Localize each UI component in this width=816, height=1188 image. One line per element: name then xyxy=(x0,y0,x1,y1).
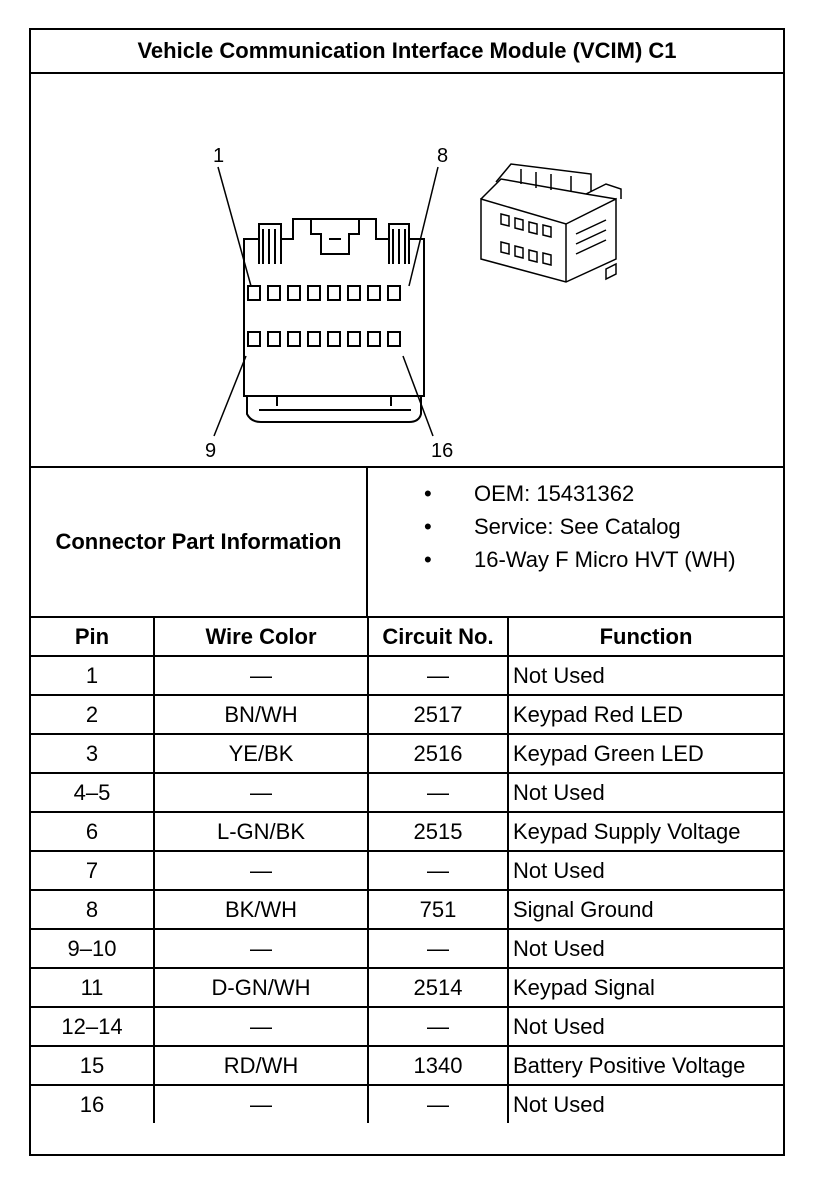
cell-function: Not Used xyxy=(507,850,783,891)
connector-info-service: Service: See Catalog xyxy=(474,514,681,539)
pin-label-1: 1 xyxy=(213,145,224,167)
bullet-icon: • xyxy=(424,514,432,539)
list-item: • OEM: 15431362 xyxy=(368,480,736,513)
pin-label-9: 9 xyxy=(205,440,216,462)
cell-pin: 15 xyxy=(31,1045,155,1086)
cell-wire-color: — xyxy=(153,655,369,696)
connector-info-label: Connector Part Information xyxy=(31,468,368,616)
cell-circuit-no: 2517 xyxy=(367,694,509,735)
cell-wire-color: RD/WH xyxy=(153,1045,369,1086)
cell-function: Keypad Supply Voltage xyxy=(507,811,783,852)
connector-isometric-view xyxy=(480,163,622,283)
cell-function: Not Used xyxy=(507,655,783,696)
cell-function: Keypad Red LED xyxy=(507,694,783,735)
cell-function: Keypad Green LED xyxy=(507,733,783,774)
table-row: 1——Not Used xyxy=(31,655,783,696)
cell-wire-color: — xyxy=(153,1084,369,1123)
cell-wire-color: YE/BK xyxy=(153,733,369,774)
cell-pin: 7 xyxy=(31,850,155,891)
cell-wire-color: L-GN/BK xyxy=(153,811,369,852)
cell-wire-color: D-GN/WH xyxy=(153,967,369,1008)
cell-pin: 8 xyxy=(31,889,155,930)
cell-wire-color: BN/WH xyxy=(153,694,369,735)
column-header-circuit-no: Circuit No. xyxy=(367,618,509,657)
cell-function: Not Used xyxy=(507,1084,783,1123)
table-row: 7——Not Used xyxy=(31,850,783,891)
cell-function: Not Used xyxy=(507,1006,783,1047)
cell-circuit-no: — xyxy=(367,850,509,891)
table-row: 4–5——Not Used xyxy=(31,772,783,813)
connector-info-oem: OEM: 15431362 xyxy=(474,481,635,506)
table-row: 9–10——Not Used xyxy=(31,928,783,969)
cell-pin: 12–14 xyxy=(31,1006,155,1047)
cell-circuit-no: 2514 xyxy=(367,967,509,1008)
cell-function: Battery Positive Voltage xyxy=(507,1045,783,1086)
list-item: • Service: See Catalog xyxy=(368,513,736,546)
cell-circuit-no: 751 xyxy=(367,889,509,930)
connector-document: Vehicle Communication Interface Module (… xyxy=(29,28,785,1156)
cell-circuit-no: — xyxy=(367,772,509,813)
cell-wire-color: — xyxy=(153,1006,369,1047)
pinout-table: Pin Wire Color Circuit No. Function 1——N… xyxy=(31,618,783,1123)
column-header-wire-color: Wire Color xyxy=(153,618,369,657)
connector-info-list: • OEM: 15431362 • Service: See Catalog • 16… xyxy=(368,480,736,579)
cell-pin: 16 xyxy=(31,1084,155,1123)
cell-wire-color: BK/WH xyxy=(153,889,369,930)
pin-leader-lines xyxy=(213,166,439,437)
pin-label-8: 8 xyxy=(437,145,448,167)
connector-part-information: Connector Part Information • OEM: 1543136… xyxy=(31,468,783,618)
cell-function: Signal Ground xyxy=(507,889,783,930)
connector-drawing: 1 8 9 16 xyxy=(205,145,622,462)
cell-pin: 4–5 xyxy=(31,772,155,813)
cell-pin: 1 xyxy=(31,655,155,696)
cell-wire-color: — xyxy=(153,772,369,813)
cell-pin: 9–10 xyxy=(31,928,155,969)
connector-diagram: 1 8 9 16 xyxy=(31,74,783,468)
cell-function: Keypad Signal xyxy=(507,967,783,1008)
cell-circuit-no: 1340 xyxy=(367,1045,509,1086)
cell-circuit-no: — xyxy=(367,1084,509,1123)
pin-label-16: 16 xyxy=(431,440,453,462)
cell-function: Not Used xyxy=(507,928,783,969)
list-item: • 16-Way F Micro HVT (WH) xyxy=(368,546,736,579)
bullet-icon: • xyxy=(424,481,432,506)
cell-pin: 11 xyxy=(31,967,155,1008)
cell-pin: 6 xyxy=(31,811,155,852)
cell-wire-color: — xyxy=(153,928,369,969)
cell-circuit-no: — xyxy=(367,655,509,696)
connector-front-view xyxy=(243,218,425,423)
column-header-pin: Pin xyxy=(31,618,155,657)
cell-circuit-no: — xyxy=(367,1006,509,1047)
cell-circuit-no: — xyxy=(367,928,509,969)
cell-circuit-no: 2516 xyxy=(367,733,509,774)
cell-wire-color: — xyxy=(153,850,369,891)
table-header-row: Pin Wire Color Circuit No. Function xyxy=(31,618,783,657)
column-header-function: Function xyxy=(507,618,783,657)
cell-function: Not Used xyxy=(507,772,783,813)
cell-circuit-no: 2515 xyxy=(367,811,509,852)
pin-cavities xyxy=(247,285,401,347)
page-title: Vehicle Communication Interface Module (… xyxy=(31,30,783,74)
table-row: 16——Not Used xyxy=(31,1084,783,1123)
bullet-icon: • xyxy=(424,547,432,572)
cell-pin: 2 xyxy=(31,694,155,735)
cell-pin: 3 xyxy=(31,733,155,774)
connector-info-description: 16-Way F Micro HVT (WH) xyxy=(474,547,736,572)
table-row: 12–14——Not Used xyxy=(31,1006,783,1047)
